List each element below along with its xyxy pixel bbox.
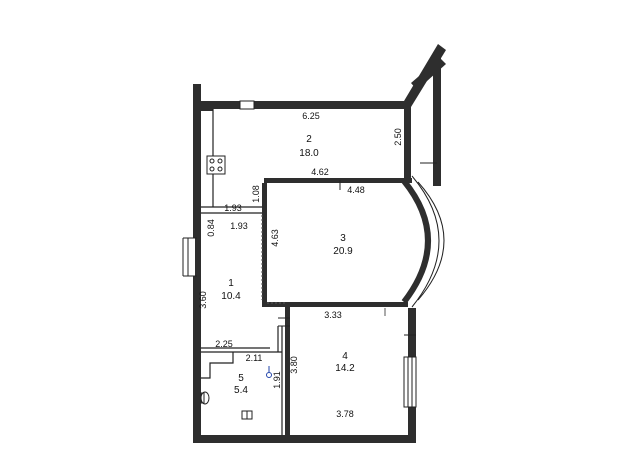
- room-2-number: 2: [306, 134, 312, 145]
- dim-room4-height: 3.80: [289, 356, 299, 374]
- dim-room3-left: 4.63: [270, 229, 280, 247]
- room-labels: 2 18.0 3 20.9 1 10.4 4 14.2 5 5.4: [221, 134, 355, 396]
- dim-hall-passage: 1.08: [251, 185, 261, 203]
- stove-icon: [206, 155, 226, 175]
- door-marks: [278, 180, 416, 336]
- toilet-icon: [200, 391, 210, 405]
- dim-room3-top-right: 4.48: [347, 185, 365, 195]
- entrance-door: [182, 237, 197, 277]
- dim-room1-height: 3.60: [198, 291, 208, 309]
- dim-hall-upper: 1.93: [224, 203, 242, 213]
- dim-room3-top-left: 4.62: [311, 167, 329, 177]
- dim-room4-width: 3.78: [336, 409, 354, 419]
- sink-icon: [241, 410, 253, 420]
- dim-room5-inner: 2.11: [246, 353, 263, 363]
- room-3-number: 3: [340, 233, 346, 244]
- room-3-area: 20.9: [333, 246, 353, 257]
- drain-icon: [266, 366, 272, 378]
- room-4-number: 4: [342, 351, 348, 362]
- room-5-area: 5.4: [234, 385, 248, 396]
- room-4-area: 14.2: [335, 363, 355, 374]
- dim-room2-depth: 2.50: [393, 128, 403, 146]
- interior-walls: [201, 109, 445, 442]
- dim-room5-width: 2.25: [215, 339, 233, 349]
- dim-room2-width: 6.25: [302, 111, 320, 121]
- room-2-area: 18.0: [299, 148, 319, 159]
- dim-room1-doorway: 0.84: [206, 219, 216, 237]
- dim-room3-bottom: 3.33: [324, 310, 342, 320]
- dim-hall-lower: 1.93: [230, 221, 248, 231]
- dim-room5-height: 1.91: [272, 371, 282, 389]
- dimension-labels: 6.25 2.50 4.62 4.48 4.63 3.33 1.93 1.93 …: [198, 111, 403, 419]
- room-1-area: 10.4: [221, 291, 241, 302]
- room-5-number: 5: [238, 373, 244, 384]
- room-1-number: 1: [228, 278, 234, 289]
- dashed-lines: [261, 215, 386, 316]
- windows: [239, 100, 437, 408]
